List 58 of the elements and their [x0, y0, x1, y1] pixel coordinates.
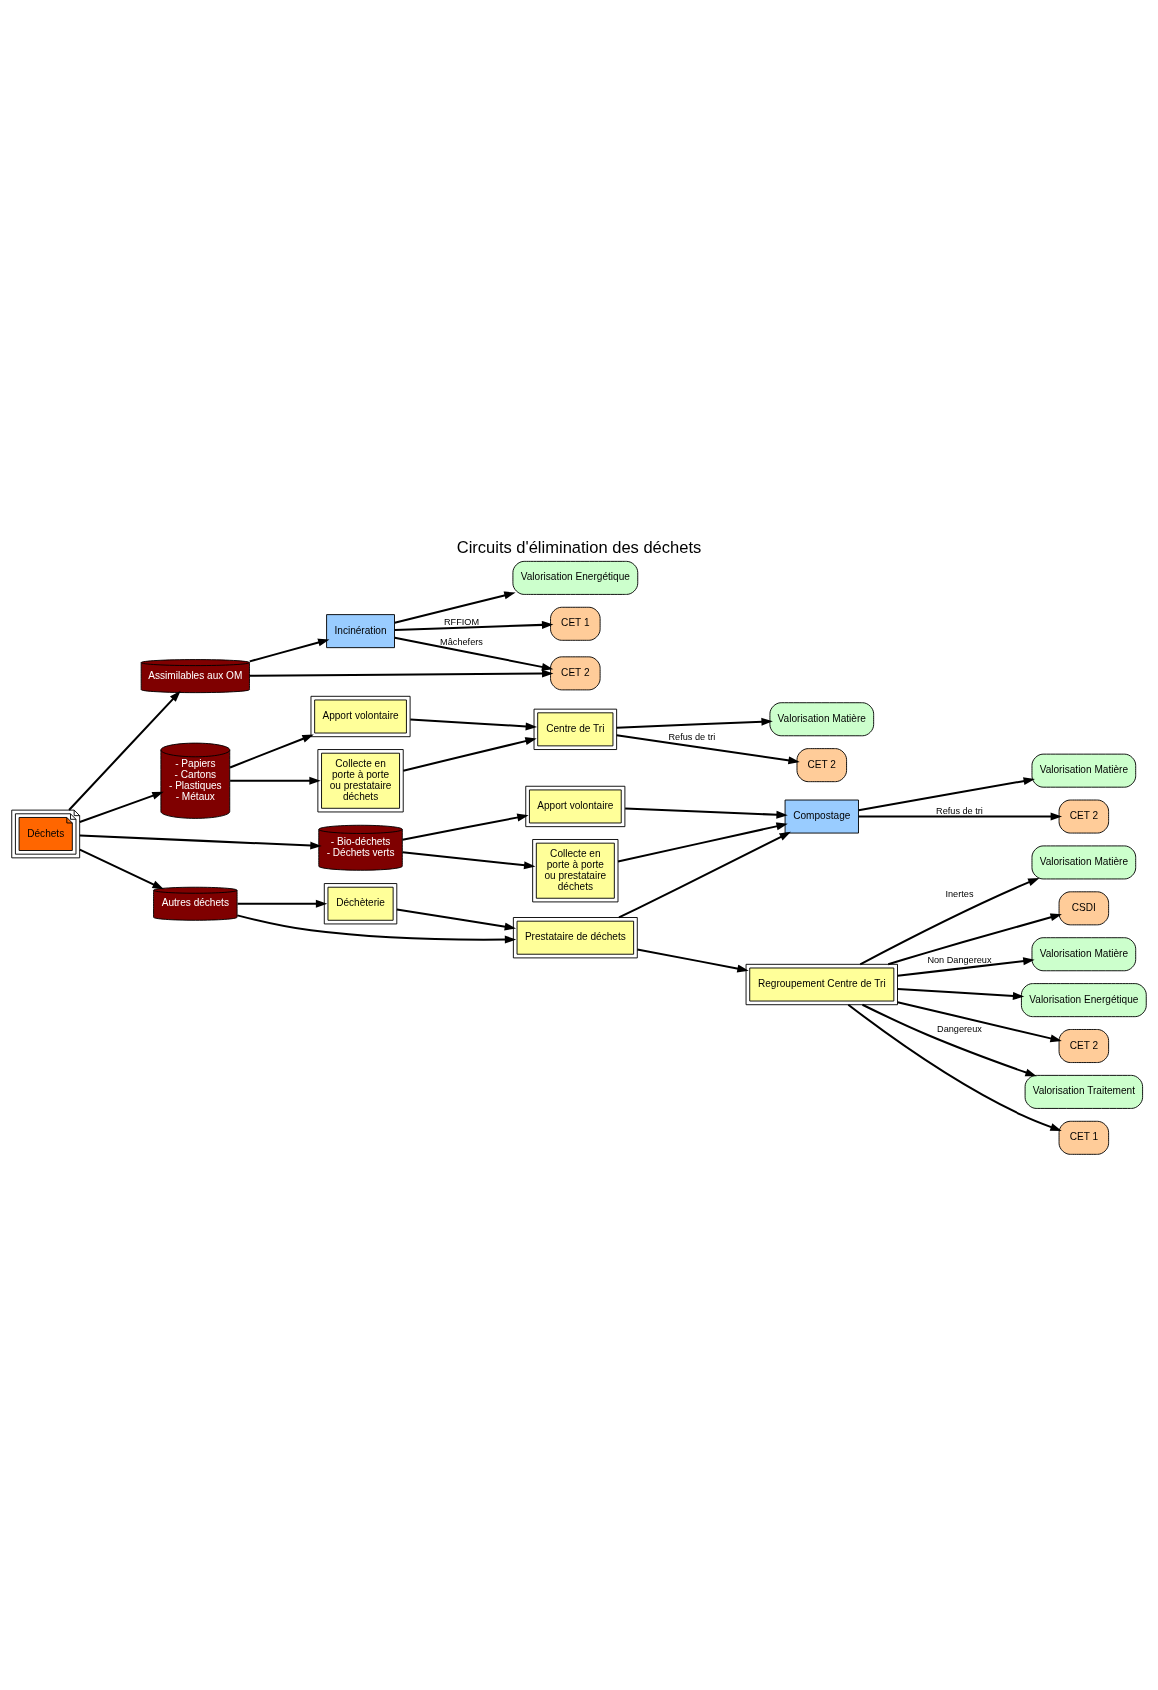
- arrow: [249, 638, 330, 663]
- arrow: [68, 690, 181, 811]
- edge-label: RFFIOM: [443, 616, 480, 627]
- arrow: [396, 908, 517, 931]
- edge-label: Non Dangereux: [927, 954, 992, 965]
- node-box: Valorisation Matière: [1031, 845, 1137, 880]
- arrow: [394, 620, 554, 631]
- arrow: [79, 834, 322, 850]
- arrow: [237, 899, 328, 908]
- arrow: [637, 948, 749, 973]
- node-box: CET 2: [1058, 799, 1110, 834]
- arrow: [897, 957, 1035, 977]
- node-box: CET 2: [550, 656, 601, 691]
- arrow: [859, 877, 1040, 966]
- node-box: CET 2: [1058, 1029, 1110, 1063]
- arrow: [394, 591, 516, 624]
- arrow: [897, 1001, 1062, 1043]
- arrow: [847, 1003, 1062, 1131]
- node-box: Valorisation Energétique: [1020, 983, 1147, 1018]
- node-box: Apport volontaire: [310, 695, 411, 738]
- node-box: CSDI: [1058, 891, 1110, 926]
- node-box: Valorisation Matière: [769, 702, 875, 737]
- arrow: [230, 776, 321, 785]
- arrow: [402, 851, 536, 870]
- arrow: [237, 914, 517, 944]
- arrow: [410, 718, 538, 731]
- arrow: [618, 831, 791, 919]
- arrow: [625, 807, 788, 819]
- node-box: Valorisation Matière: [1031, 753, 1137, 788]
- arrow: [897, 988, 1025, 1000]
- arrow: [858, 812, 1063, 821]
- edge-label: Dangereux: [937, 1024, 982, 1035]
- node-box: Compostage: [784, 799, 859, 834]
- arrow: [616, 717, 773, 729]
- node-box: CET 1: [550, 606, 601, 641]
- node-box: CET 2: [796, 748, 847, 783]
- arrow: [616, 734, 800, 765]
- arrow: [862, 1003, 1037, 1077]
- node-box: Valorisation Traitement: [1024, 1074, 1144, 1109]
- arrow: [858, 777, 1035, 812]
- arrow: [617, 822, 788, 863]
- arrow: [79, 848, 164, 890]
- edge-label: Refus de tri: [936, 805, 983, 816]
- diagram-title: Circuits d'élimination des déchets: [456, 537, 702, 557]
- node-box: CET 1: [1058, 1120, 1110, 1155]
- edge-label: Inertes: [945, 889, 974, 900]
- edge-label: Mâchefers: [440, 636, 483, 647]
- node-box: Valorisation Matière: [1031, 937, 1137, 972]
- arrow: [229, 734, 314, 769]
- edge-label: Refus de tri: [668, 732, 716, 743]
- node-box: Incinération: [326, 614, 395, 649]
- arrow: [249, 669, 554, 678]
- arrow: [394, 636, 554, 671]
- node-box: Valorisation Energétique: [512, 560, 639, 595]
- arrow: [79, 791, 164, 823]
- arrow: [402, 813, 529, 841]
- arrow: [887, 913, 1062, 966]
- arrow: [403, 737, 537, 772]
